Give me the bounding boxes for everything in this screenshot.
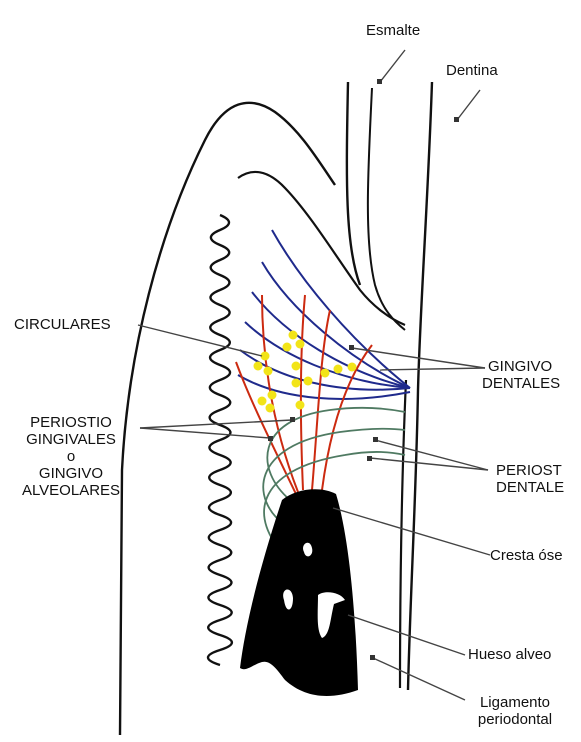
leader-marker: [454, 117, 459, 122]
label-periosto-dentales: PERIOST DENTALE: [496, 462, 564, 496]
leader-marker: [349, 345, 354, 350]
label-gingivo-dentales: GINGIVO DENTALES: [488, 358, 560, 392]
epithelium-rete-pegs: [208, 215, 232, 665]
label-line: PERIOST: [496, 462, 564, 479]
leader-dentina: [457, 90, 480, 120]
leader-gingivo-2: [380, 368, 485, 370]
gingivo-dentales-fiber: [252, 292, 410, 388]
alveolar-bone: [240, 489, 358, 696]
periostio-gingivales-fiber: [322, 345, 372, 490]
circular-fiber-dot: [289, 331, 298, 340]
label-line: DENTALE: [496, 479, 564, 496]
circular-fiber-dot: [258, 397, 267, 406]
circular-fiber-dot: [348, 363, 357, 372]
circular-fiber-dot: [266, 404, 275, 413]
circular-fiber-dot: [296, 401, 305, 410]
label-line: GINGIVO: [488, 358, 560, 375]
circular-fiber-dot: [321, 369, 330, 378]
leader-marker: [370, 655, 375, 660]
label-ligamento-periodontal: Ligamento periodontal: [452, 694, 578, 728]
periostio-gingivales-fiber: [301, 295, 305, 490]
root-surface-line: [400, 380, 406, 688]
circular-fiber-dot: [334, 365, 343, 374]
circular-fiber-dot: [292, 362, 301, 371]
circular-fiber-dot: [296, 340, 305, 349]
label-line: DENTALES: [482, 375, 560, 392]
leader-marker: [377, 79, 382, 84]
label-hueso-alveolar: Hueso alveo: [468, 646, 551, 663]
label-line: o: [6, 448, 136, 465]
leader-marker: [367, 456, 372, 461]
periostio-gingivales-fiber: [312, 310, 330, 490]
label-dentina: Dentina: [446, 62, 498, 79]
leader-circulares: [138, 325, 262, 356]
label-line: Ligamento: [452, 694, 578, 711]
leader-periosto-1: [375, 440, 488, 470]
leader-marker: [290, 417, 295, 422]
label-circulares: CIRCULARES: [14, 316, 111, 333]
leader-marker: [373, 437, 378, 442]
circular-fiber-dot: [283, 343, 292, 352]
leader-cresta: [333, 508, 490, 555]
leader-hueso: [348, 615, 465, 655]
circular-fiber-dot: [304, 377, 313, 386]
label-line: PERIOSTIO: [6, 414, 136, 431]
label-line: ALVEOLARES: [6, 482, 136, 499]
circular-fiber-dot: [292, 379, 301, 388]
label-periostio-gingivales: PERIOSTIO GINGIVALES o GINGIVO ALVEOLARE…: [6, 414, 136, 499]
circulares-fibers: [254, 331, 357, 413]
leader-marker: [268, 436, 273, 441]
leader-periosto-2: [370, 458, 488, 470]
enamel-inner-line: [368, 88, 405, 330]
label-line: GINGIVALES: [6, 431, 136, 448]
label-esmalte: Esmalte: [366, 22, 420, 39]
dentin-line: [408, 82, 432, 690]
gingivo-dentales-fiber: [238, 375, 410, 399]
enamel-outer-line: [347, 82, 360, 285]
leader-periostio-2: [140, 420, 292, 428]
circular-fiber-dot: [264, 367, 273, 376]
circular-fiber-dot: [268, 391, 277, 400]
label-line: periodontal: [452, 711, 578, 728]
label-cresta-osea: Cresta óse: [490, 547, 563, 564]
leader-esmalte: [380, 50, 405, 82]
periostio-gingivales-fibers: [236, 295, 372, 494]
label-line: GINGIVO: [6, 465, 136, 482]
leader-periostio-1: [140, 428, 270, 438]
circular-fiber-dot: [254, 362, 263, 371]
